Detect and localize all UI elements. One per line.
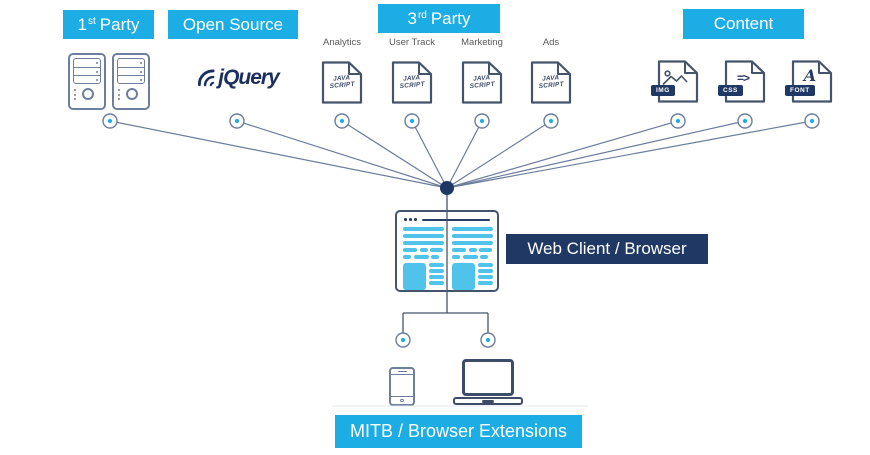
browser-window-dots <box>404 218 417 221</box>
picture-glyph-icon <box>662 70 688 86</box>
server-icon <box>68 53 106 110</box>
css-badge: CSS <box>718 85 743 96</box>
server-drive-bay <box>117 58 145 84</box>
jquery-wordmark: jQuery <box>218 66 280 89</box>
label-web-client-browser: Web Client / Browser <box>506 234 708 264</box>
label-open-source: Open Source <box>168 10 298 39</box>
server-power-button <box>126 88 138 100</box>
hub-node-icon <box>440 181 454 195</box>
third-party-ordinal: rd <box>417 9 427 21</box>
server-power-button <box>82 88 94 100</box>
browser-window-icon <box>395 210 499 292</box>
first-party-word: Party <box>99 14 140 34</box>
font-letter-glyph: A <box>803 66 817 85</box>
font-file-icon: A FONT <box>785 60 834 103</box>
img-badge: IMG <box>651 85 675 96</box>
sublabel-analytics: Analytics <box>322 37 361 48</box>
third-party-number: 3 <box>407 8 417 28</box>
label-mitb-browser-extensions: MITB / Browser Extensions <box>335 415 582 448</box>
server-led-dots <box>74 89 76 100</box>
phone-icon <box>389 367 415 406</box>
browser-address-bar <box>422 219 490 221</box>
server-icon <box>112 53 150 110</box>
css-file-icon: => CSS <box>718 60 767 103</box>
first-party-ordinal: st <box>88 15 96 27</box>
sublabel-ads: Ads <box>542 37 560 48</box>
font-badge: FONT <box>785 85 815 96</box>
server-led-dots <box>118 89 120 100</box>
image-file-icon: IMG <box>651 60 700 103</box>
jquery-logo-icon: jQuery <box>183 64 293 92</box>
jquery-swirl-icon <box>198 68 215 86</box>
laptop-icon <box>453 359 523 405</box>
browser-page-column <box>452 227 493 290</box>
server-group <box>68 53 150 110</box>
first-party-number: 1 <box>77 14 87 34</box>
third-party-word: Party <box>430 8 471 28</box>
browser-page-column <box>403 227 444 290</box>
css-arrow-glyph: => <box>736 71 750 85</box>
label-content: Content <box>683 9 804 39</box>
server-drive-bay <box>73 58 101 84</box>
sublabel-marketing: Marketing <box>461 37 503 48</box>
sublabel-user-track: User Track <box>389 37 435 48</box>
